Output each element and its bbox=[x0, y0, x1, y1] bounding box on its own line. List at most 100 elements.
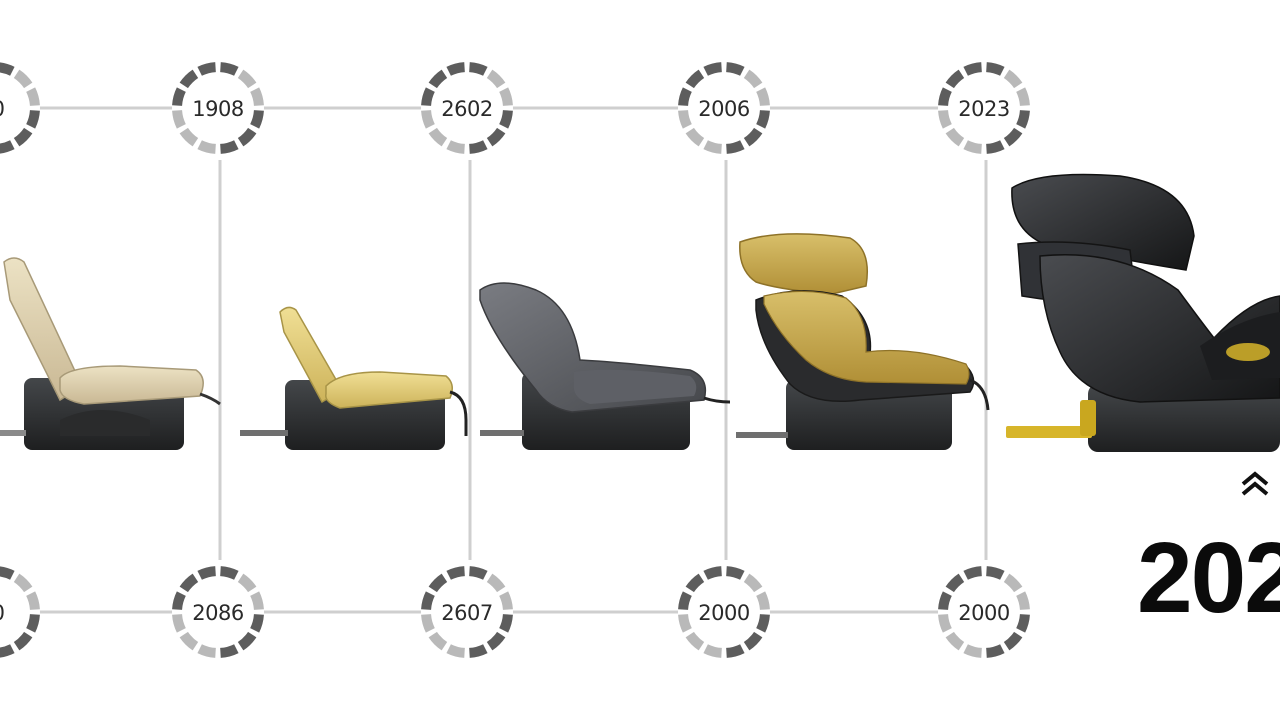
marker-ring-segment bbox=[945, 631, 965, 651]
seat-isofix-bar bbox=[240, 430, 288, 436]
marker-ring-segment bbox=[685, 69, 705, 89]
marker-ring-segment bbox=[13, 69, 33, 89]
year-label: 0 bbox=[0, 97, 4, 121]
marker-ring-segment bbox=[26, 591, 40, 610]
marker-ring-segment bbox=[469, 566, 488, 580]
marker-ring-segment bbox=[945, 69, 965, 89]
seat-strap bbox=[969, 378, 990, 411]
double-chevron-up-icon bbox=[1241, 471, 1269, 496]
highlight-year: 202 bbox=[1137, 522, 1280, 634]
marker-ring-segment bbox=[237, 573, 257, 593]
year-marker: 1908 bbox=[172, 62, 264, 154]
marker-ring-segment bbox=[963, 644, 982, 658]
seat-base-cutout bbox=[60, 410, 150, 436]
marker-background bbox=[938, 566, 1030, 658]
marker-ring-segment bbox=[0, 566, 15, 580]
year-label: 2602 bbox=[441, 97, 492, 121]
marker-ring-segment bbox=[678, 591, 692, 610]
marker-ring-segment bbox=[986, 140, 1005, 154]
marker-ring-segment bbox=[486, 127, 506, 147]
marker-ring-segment bbox=[963, 566, 982, 580]
marker-background bbox=[421, 62, 513, 154]
marker-ring-segment bbox=[250, 110, 264, 129]
marker-ring-segment bbox=[678, 110, 692, 129]
marker-ring-segment bbox=[26, 110, 40, 129]
marker-ring-segment bbox=[172, 87, 186, 106]
marker-ring-segment bbox=[421, 87, 435, 106]
marker-ring-segment bbox=[1003, 69, 1023, 89]
marker-background bbox=[172, 62, 264, 154]
marker-ring-segment bbox=[685, 127, 705, 147]
marker-ring-segment bbox=[469, 644, 488, 658]
marker-ring-segment bbox=[446, 566, 465, 580]
year-marker: 2602 bbox=[421, 62, 513, 154]
marker-ring-segment bbox=[743, 69, 763, 89]
marker-ring-segment bbox=[703, 62, 722, 76]
marker-ring-segment bbox=[1003, 573, 1023, 593]
marker-ring-segment bbox=[945, 127, 965, 147]
marker-ring-segment bbox=[446, 644, 465, 658]
year-marker: 0 bbox=[0, 62, 40, 154]
marker-ring-segment bbox=[0, 62, 15, 76]
marker-ring-segment bbox=[13, 127, 33, 147]
marker-ring-segment bbox=[726, 140, 745, 154]
marker-background bbox=[421, 566, 513, 658]
marker-ring-segment bbox=[938, 614, 952, 633]
marker-ring-segment bbox=[428, 573, 448, 593]
marker-ring-segment bbox=[428, 69, 448, 89]
marker-ring-segment bbox=[421, 110, 435, 129]
seat-cushion bbox=[59, 365, 204, 405]
year-label: 2607 bbox=[441, 601, 492, 625]
year-marker: 2006 bbox=[678, 62, 770, 154]
year-marker: 2000 bbox=[938, 566, 1030, 658]
marker-ring-segment bbox=[250, 614, 264, 633]
year-label: 2000 bbox=[698, 601, 749, 625]
marker-ring-segment bbox=[743, 573, 763, 593]
marker-ring-segment bbox=[703, 140, 722, 154]
marker-background bbox=[678, 566, 770, 658]
marker-ring-segment bbox=[446, 140, 465, 154]
marker-ring-segment bbox=[220, 62, 239, 76]
year-label: 2006 bbox=[698, 97, 750, 121]
marker-ring-segment bbox=[1003, 631, 1023, 651]
marker-ring-segment bbox=[26, 614, 40, 633]
marker-ring-segment bbox=[743, 127, 763, 147]
car-seat-3 bbox=[479, 282, 731, 450]
marker-ring-segment bbox=[486, 573, 506, 593]
marker-ring-segment bbox=[220, 140, 239, 154]
marker-background bbox=[172, 566, 264, 658]
marker-ring-segment bbox=[726, 644, 745, 658]
marker-ring-segment bbox=[726, 62, 745, 76]
marker-ring-segment bbox=[250, 87, 264, 106]
marker-ring-segment bbox=[756, 614, 770, 633]
seat-strap bbox=[703, 396, 731, 404]
seat-cushion bbox=[325, 371, 453, 409]
marker-ring-segment bbox=[179, 127, 199, 147]
marker-ring-segment bbox=[963, 140, 982, 154]
marker-ring-segment bbox=[499, 87, 513, 106]
marker-ring-segment bbox=[250, 591, 264, 610]
marker-ring-segment bbox=[1016, 591, 1030, 610]
year-marker: 2086 bbox=[172, 566, 264, 658]
year-marker: 0 bbox=[0, 566, 40, 658]
marker-ring-segment bbox=[945, 573, 965, 593]
marker-ring-segment bbox=[220, 644, 239, 658]
marker-ring-segment bbox=[1016, 87, 1030, 106]
seat-isofix-bar bbox=[480, 430, 524, 436]
marker-ring-segment bbox=[499, 614, 513, 633]
marker-ring-segment bbox=[446, 62, 465, 76]
marker-ring-segment bbox=[220, 566, 239, 580]
marker-ring-segment bbox=[26, 87, 40, 106]
marker-ring-segment bbox=[678, 614, 692, 633]
marker-ring-segment bbox=[963, 62, 982, 76]
car-seat-4 bbox=[736, 233, 990, 450]
marker-ring-segment bbox=[678, 87, 692, 106]
car-seat-1 bbox=[0, 257, 221, 450]
seat-isofix-bar bbox=[736, 432, 788, 438]
seat-badge bbox=[1226, 343, 1270, 361]
marker-background bbox=[678, 62, 770, 154]
marker-ring-segment bbox=[428, 127, 448, 147]
marker-ring-segment bbox=[756, 591, 770, 610]
seat-isofix-bar bbox=[0, 430, 26, 436]
